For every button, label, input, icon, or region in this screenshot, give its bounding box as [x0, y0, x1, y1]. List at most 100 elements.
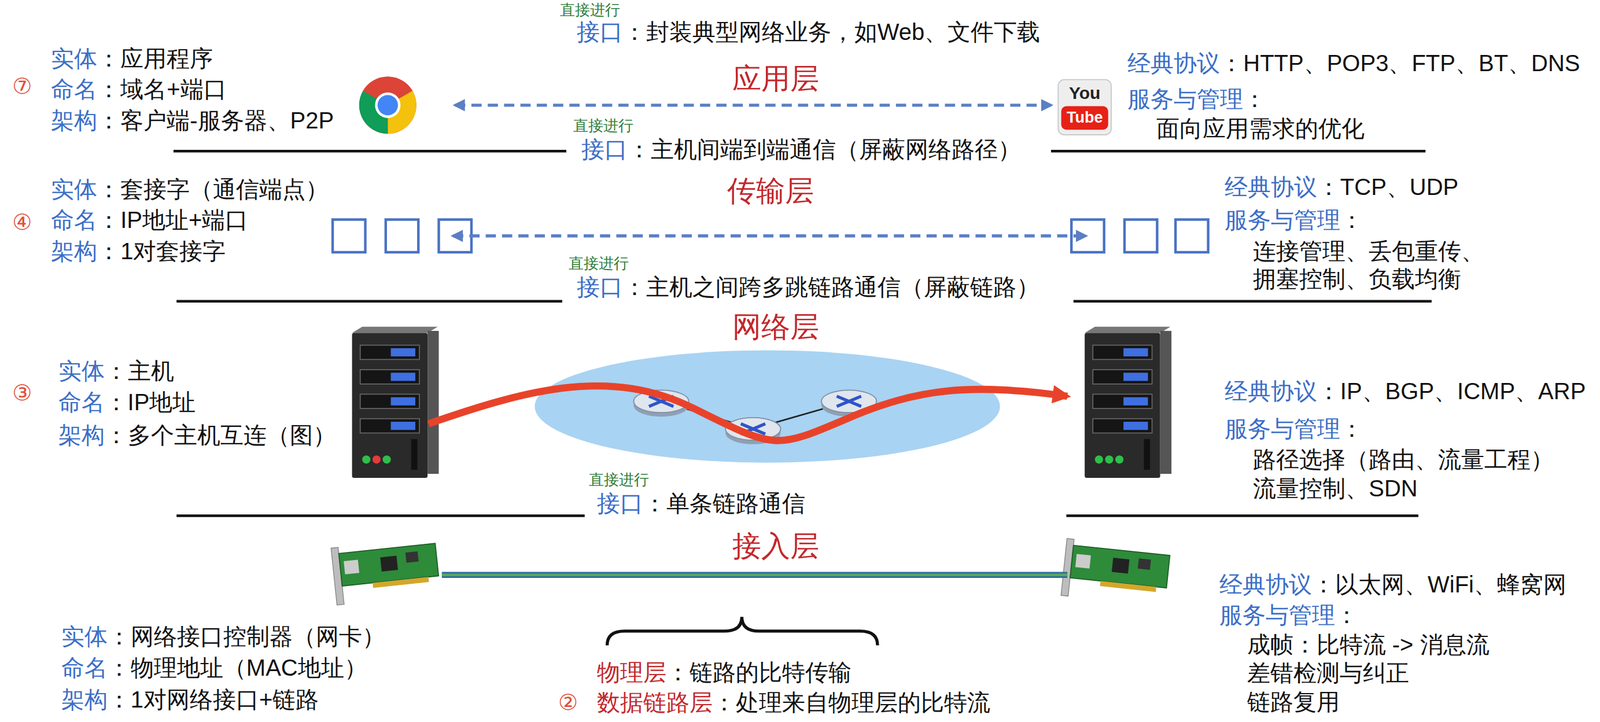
layer-divider-part — [1051, 149, 1426, 153]
layer-name: 应用层 — [732, 61, 820, 97]
field-value: ：IP地址 — [104, 388, 197, 416]
layer-name: 接入层 — [732, 528, 820, 564]
layer-name: 网络层 — [732, 309, 820, 345]
field-value: ： — [1340, 205, 1364, 234]
server-icon-part — [1115, 455, 1124, 464]
layer-divider-part — [176, 514, 585, 517]
field-key: 命名 — [61, 653, 108, 682]
callout-number: ② — [558, 689, 578, 717]
field-key: 接口 — [576, 273, 623, 301]
field-value: ：封装典型网络业务，如Web、文件下载 — [622, 17, 1041, 46]
server-icon-part — [1143, 439, 1150, 470]
field-value: ： — [1340, 414, 1364, 443]
server-icon-part — [1123, 348, 1148, 357]
field-key: 服务与管理 — [1224, 414, 1341, 443]
nic-card-part — [405, 551, 419, 563]
server-icon-part — [391, 421, 416, 430]
server-icon-part — [391, 372, 416, 381]
field-value: 链路复用 — [1247, 687, 1340, 716]
direct-note: 直接进行 — [573, 116, 634, 135]
nic-card-part — [1070, 545, 1171, 589]
layer-divider-part — [176, 300, 563, 303]
chrome-icon — [359, 76, 417, 134]
server-icon-part — [1123, 397, 1148, 406]
socket-box-part — [1124, 219, 1157, 253]
layer-divider-part — [1073, 300, 1432, 303]
field-value: ： — [1335, 601, 1359, 629]
server-icon-part — [1123, 421, 1148, 430]
server-icon — [1084, 326, 1172, 478]
app-peer-arrow — [455, 103, 1052, 107]
direct-note: 直接进行 — [568, 254, 629, 273]
socket-box-part — [332, 219, 366, 253]
server-icon — [352, 326, 440, 478]
layer-divider-part — [1066, 514, 1419, 517]
field-value: ：IP、BGP、ICMP、ARP — [1317, 377, 1587, 405]
field-value: ：单条链路通信 — [643, 489, 806, 518]
field-value: ：1对套接字 — [97, 237, 226, 265]
brace — [607, 616, 878, 645]
sublayer-name: 物理层 — [596, 658, 667, 687]
callout-number: ④ — [12, 209, 32, 237]
field-key: 命名 — [50, 205, 98, 234]
route-arrow — [428, 385, 1068, 441]
field-value: ：多个主机互连（图） — [104, 421, 337, 449]
field-key: 实体 — [61, 622, 108, 651]
server-icon-part — [360, 369, 420, 385]
field-value: ： — [1243, 85, 1267, 113]
server-icon-part — [1092, 345, 1152, 360]
server-icon-part — [352, 332, 429, 478]
server-icon-part — [391, 397, 416, 406]
field-key: 架构 — [58, 421, 105, 449]
socket-box-part — [1175, 219, 1208, 253]
server-icon-part — [360, 393, 420, 409]
youtube-icon — [1057, 79, 1112, 135]
youtube-icon-part — [1061, 106, 1109, 131]
direct-note: 直接进行 — [588, 470, 650, 489]
field-key: 接口 — [576, 17, 623, 46]
field-key: 经典协议 — [1224, 172, 1318, 201]
field-value: ：套接字（通信端点） — [97, 175, 329, 204]
chrome-icon-part — [377, 94, 398, 116]
field-value: ：HTTP、POP3、FTP、BT、DNS — [1219, 49, 1580, 77]
field-value: ：域名+端口 — [97, 75, 227, 103]
nic-card-part — [1111, 557, 1130, 574]
server-icon-part — [1092, 418, 1152, 434]
link-cable-part — [441, 573, 1068, 577]
field-value: 连接管理、丢包重传、 — [1252, 237, 1485, 265]
router-icon-part-part — [837, 396, 862, 407]
field-value: 流量控制、SDN — [1252, 474, 1418, 503]
nic-card-part — [380, 555, 398, 572]
callout-number: ③ — [12, 380, 32, 407]
network-cloud — [534, 349, 1000, 463]
nic-card-part — [1100, 580, 1157, 592]
layer-divider — [173, 150, 1432, 516]
server-icon-part — [1092, 393, 1152, 409]
server-icon-part — [1095, 455, 1104, 464]
field-key: 实体 — [50, 44, 98, 73]
nic-card-part — [372, 576, 429, 588]
socket-box-part — [385, 219, 419, 253]
direct-note: 直接进行 — [559, 1, 621, 20]
field-value: ：客户端-服务器、P2P — [97, 106, 334, 135]
server-icon-part — [1123, 372, 1148, 381]
server-icon-part — [1084, 332, 1161, 478]
field-key: 实体 — [58, 356, 105, 385]
layer-divider-part — [173, 149, 567, 153]
field-value: 面向应用需求的优化 — [1156, 114, 1365, 143]
field-key: 命名 — [50, 75, 98, 103]
server-icon-part — [360, 418, 420, 434]
field-key: 架构 — [61, 685, 108, 714]
field-value: ：物理地址（MAC地址） — [107, 653, 368, 682]
server-icon-part — [1160, 330, 1172, 474]
layer-name: 传输层 — [727, 173, 814, 209]
server-icon-part — [382, 455, 392, 464]
server-icon-part — [411, 439, 418, 470]
server-icon-part — [372, 455, 381, 464]
field-key: 服务与管理 — [1127, 85, 1244, 113]
nic-card-part — [1137, 558, 1152, 570]
nic-card-part — [1075, 553, 1091, 569]
field-key: 经典协议 — [1127, 49, 1220, 77]
server-icon-part — [352, 326, 438, 334]
